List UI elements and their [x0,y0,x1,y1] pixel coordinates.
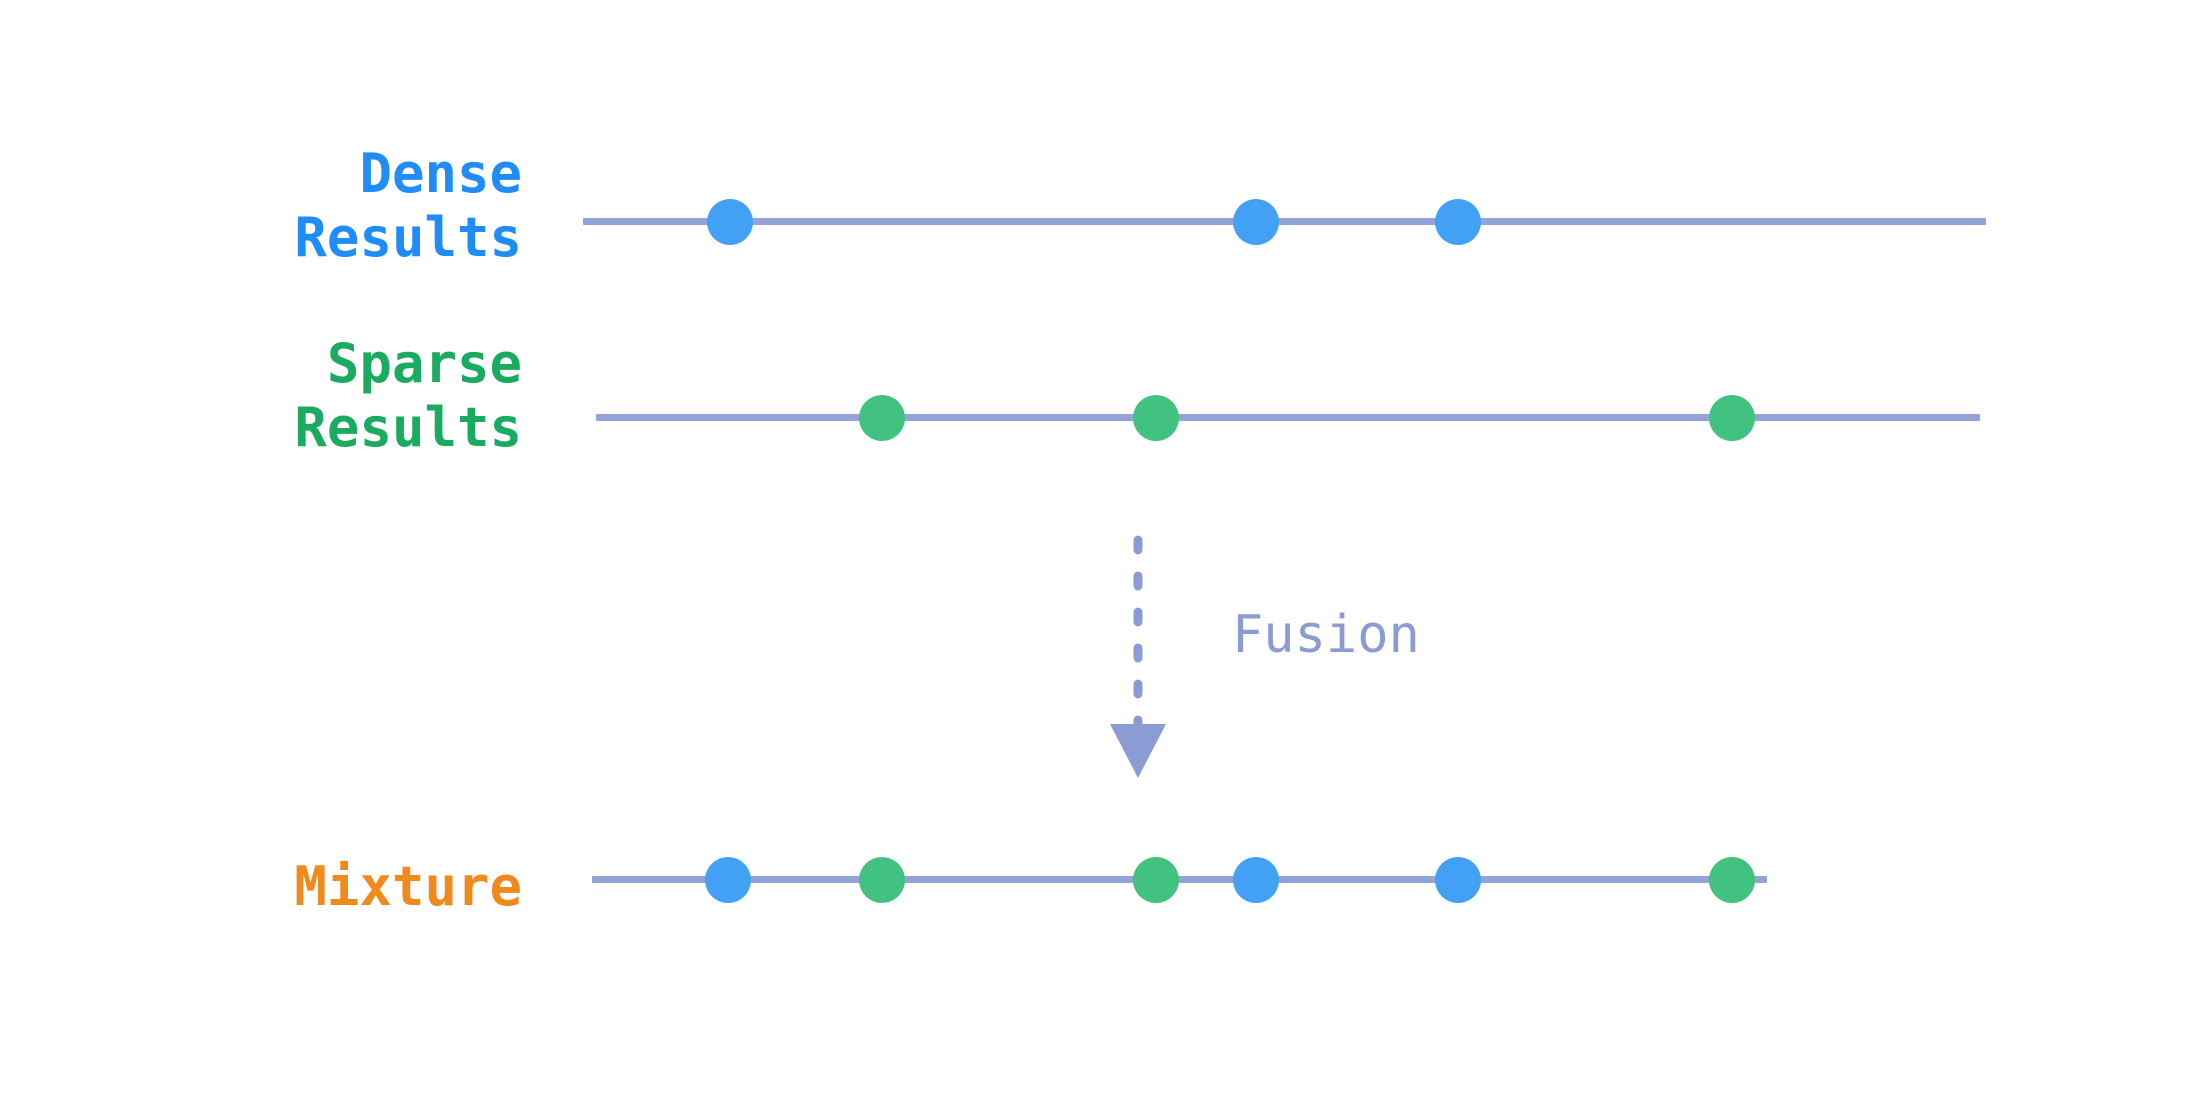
fusion-arrow-icon [1110,535,1166,778]
fusion-label: Fusion [1232,605,1420,665]
result-dot-sparse [1133,857,1179,903]
result-dot-sparse [1133,395,1179,441]
result-dot-dense [1435,199,1481,245]
axis-line-sparse [596,414,1980,421]
result-dot-dense [1435,857,1481,903]
result-dot-dense [705,857,751,903]
axis-line-mixture [592,876,1767,883]
result-dot-dense [1233,857,1279,903]
result-dot-sparse [1709,857,1755,903]
result-dot-dense [1233,199,1279,245]
result-dot-sparse [859,395,905,441]
row-label-mixture: Mixture [294,855,522,918]
result-dot-sparse [859,857,905,903]
row-label-dense: Dense Results [294,142,522,269]
row-label-sparse: Sparse Results [294,332,522,459]
axis-line-dense [583,218,1986,225]
result-dot-dense [707,199,753,245]
result-dot-sparse [1709,395,1755,441]
